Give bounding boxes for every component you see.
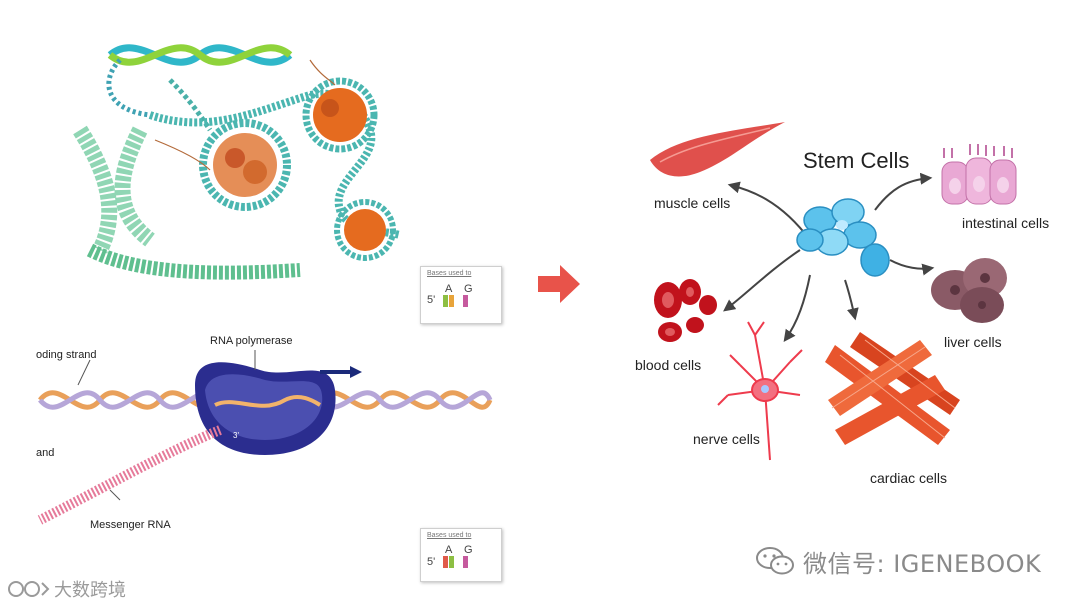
nucleosome-fiber [148,89,401,239]
messenger-rna-strand [37,425,222,525]
chromatin-diagram [73,44,401,280]
blood-cells-label: blood cells [635,357,701,373]
rna-polymerase-enzyme: 3' [195,362,336,455]
intestinal-cell-illustration [941,144,1017,205]
arrow-to-intestinal [874,172,933,211]
watermark-left-text: 大数跨境 [54,580,126,601]
dna-helix [38,390,493,410]
histone-cluster-top [302,77,378,153]
three-prime-label: 3' [233,431,239,440]
stem-cell-cluster [796,198,890,277]
histone-cluster-bottom [334,199,396,261]
inset-five-prime-top: 5' [427,294,435,306]
inset-base-g-top: G [464,283,473,295]
template-strand-label: and [36,447,54,459]
watermark-right-text: 微信号: IGENEBOOK [803,549,1042,578]
nerve-cell-illustration [717,321,803,461]
nerve-cells-label: nerve cells [693,431,760,447]
inset-base-a-bottom: A [445,544,453,556]
chromatin-illustration [60,20,500,320]
messenger-rna-pointer [109,489,121,501]
base-bar-b-top [449,295,454,307]
transcription-illustration: 3' oding strand RNA polymerase and Messe… [30,330,500,570]
logo-icon [8,581,50,597]
inset-base-g-bottom: G [464,544,473,556]
inset-base-a-top: A [445,283,453,295]
differentiation-arrows [723,172,935,342]
histone-cluster-center [199,119,291,211]
rna-polymerase-label: RNA polymerase [210,335,293,347]
liver-cell-illustration [931,258,1007,323]
coding-strand-pointer [77,359,91,386]
bases-diagram-top: 5' A G [427,283,473,307]
messenger-rna-label: Messenger RNA [90,519,171,531]
base-bar-a-top [443,295,448,307]
inset-caption-top: Bases used to [427,270,472,277]
wechat-icon [756,547,794,575]
transition-arrow [538,265,580,303]
stem-cells-title: Stem Cells [803,148,909,173]
inset-caption-bottom: Bases used to [427,532,472,539]
right-arrow-icon [538,265,580,303]
transcription-diagram: 3' oding strand RNA polymerase and Messe… [36,335,493,531]
base-bar-b-bottom [449,556,454,568]
chromatin-fiber [86,243,301,280]
arrow-to-nerve [783,274,811,342]
direction-arrow [320,366,362,378]
base-bar-g-top [463,295,468,307]
cardiac-cell-illustration [825,332,960,445]
muscle-cells-label: muscle cells [654,195,730,211]
arrow-to-blood [723,249,801,312]
cardiac-cells-label: cardiac cells [870,470,947,486]
chromosome-x [73,125,156,254]
intestinal-cells-label: intestinal cells [962,215,1049,231]
bases-inset-top: Bases used to 5' A G [420,266,502,324]
bases-inset-bottom: Bases used to 5' A G [420,528,502,582]
stem-cells-diagram: Stem Cells muscle cells [620,100,1070,500]
coding-strand-label: oding strand [36,349,97,361]
watermark-left: 大数跨境 [6,574,126,604]
blood-cell-illustration [654,279,717,342]
muscle-cell-illustration [650,122,785,177]
double-helix-top [106,44,293,132]
base-bar-a-bottom [443,556,448,568]
base-bar-g-bottom [463,556,468,568]
arrow-to-cardiac [844,279,859,321]
bases-diagram-bottom: 5' A G [427,544,473,568]
arrow-to-liver [889,259,935,276]
liver-cells-label: liver cells [944,334,1002,350]
arrow-to-muscle [727,181,811,241]
watermark-right: 微信号: IGENEBOOK [755,543,1041,579]
stem-cells-svg: Stem Cells muscle cells [635,122,1049,486]
inset-five-prime-bottom: 5' [427,556,435,568]
